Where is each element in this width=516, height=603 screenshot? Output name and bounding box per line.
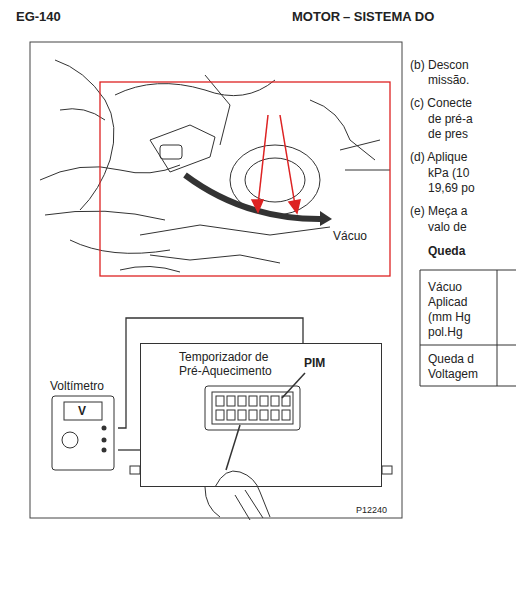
red-arrows: [252, 115, 300, 213]
connector-block: [205, 386, 300, 430]
table-grid: [420, 270, 516, 386]
text-label: Aplicad: [428, 295, 467, 309]
engine-sketch: [40, 60, 390, 272]
text-label: Queda d: [428, 352, 474, 366]
vacuum-arrowhead: [320, 211, 332, 226]
display-symbol: V: [78, 404, 86, 418]
text-label: 19,69 po: [428, 181, 475, 195]
text-label: missão.: [428, 73, 469, 87]
text-label: pol.Hg: [428, 325, 463, 339]
text-label: (d) Aplique: [410, 150, 467, 164]
text-label: Vácuo: [333, 229, 367, 243]
figure-frame: [30, 42, 402, 518]
text-label: kPa (10: [428, 166, 469, 180]
text-label: (c) Conecte: [410, 96, 472, 110]
connector-pin: [238, 396, 246, 406]
text-label: MOTOR: [292, 10, 340, 24]
connector-pin: [260, 396, 268, 406]
text-label: (e) Meça a: [410, 204, 467, 218]
timer-tabs: [130, 466, 392, 474]
connector-pin: [271, 396, 279, 406]
highlight-box: [100, 82, 390, 276]
text-label: Vácuo: [428, 280, 462, 294]
connector-pin: [216, 396, 224, 406]
pim-probe: [282, 373, 305, 398]
connector-pin: [271, 410, 279, 420]
text-label: P12240: [356, 503, 387, 517]
test-wire: [118, 449, 140, 450]
text-label: Voltagem: [428, 367, 478, 381]
text-label: – SISTEMA DO: [343, 10, 434, 24]
instrument-label: Voltímetro: [50, 379, 104, 393]
connector-pin: [249, 396, 257, 406]
connector-pins: [216, 396, 290, 420]
connector-pin: [260, 410, 268, 420]
text-label: valo de: [428, 220, 467, 234]
connector-pin: [227, 396, 235, 406]
connector-pin: [282, 410, 290, 420]
vacuum-arrow: [185, 175, 323, 219]
text-label: de pres: [428, 127, 468, 141]
connector-pin: [249, 410, 257, 420]
connector-pin: [227, 410, 235, 420]
connector-pin: [216, 410, 224, 420]
timer-box: Temporizador de Pré-Aquecimento: [140, 343, 382, 487]
text-label: PIM: [304, 356, 325, 370]
connector-pin: [238, 410, 246, 420]
probe-hand: [205, 425, 270, 520]
text-label: EG-140: [16, 10, 61, 24]
text-label: de pré-a: [428, 112, 473, 126]
text-label: (mm Hg: [428, 310, 471, 324]
box-title: Temporizador de Pré-Aquecimento: [179, 350, 294, 378]
text-label: Queda: [428, 244, 465, 258]
voltmeter: VoltímetroV: [48, 378, 118, 472]
test-wire: [118, 318, 303, 428]
text-label: (b) Descon: [410, 58, 469, 72]
